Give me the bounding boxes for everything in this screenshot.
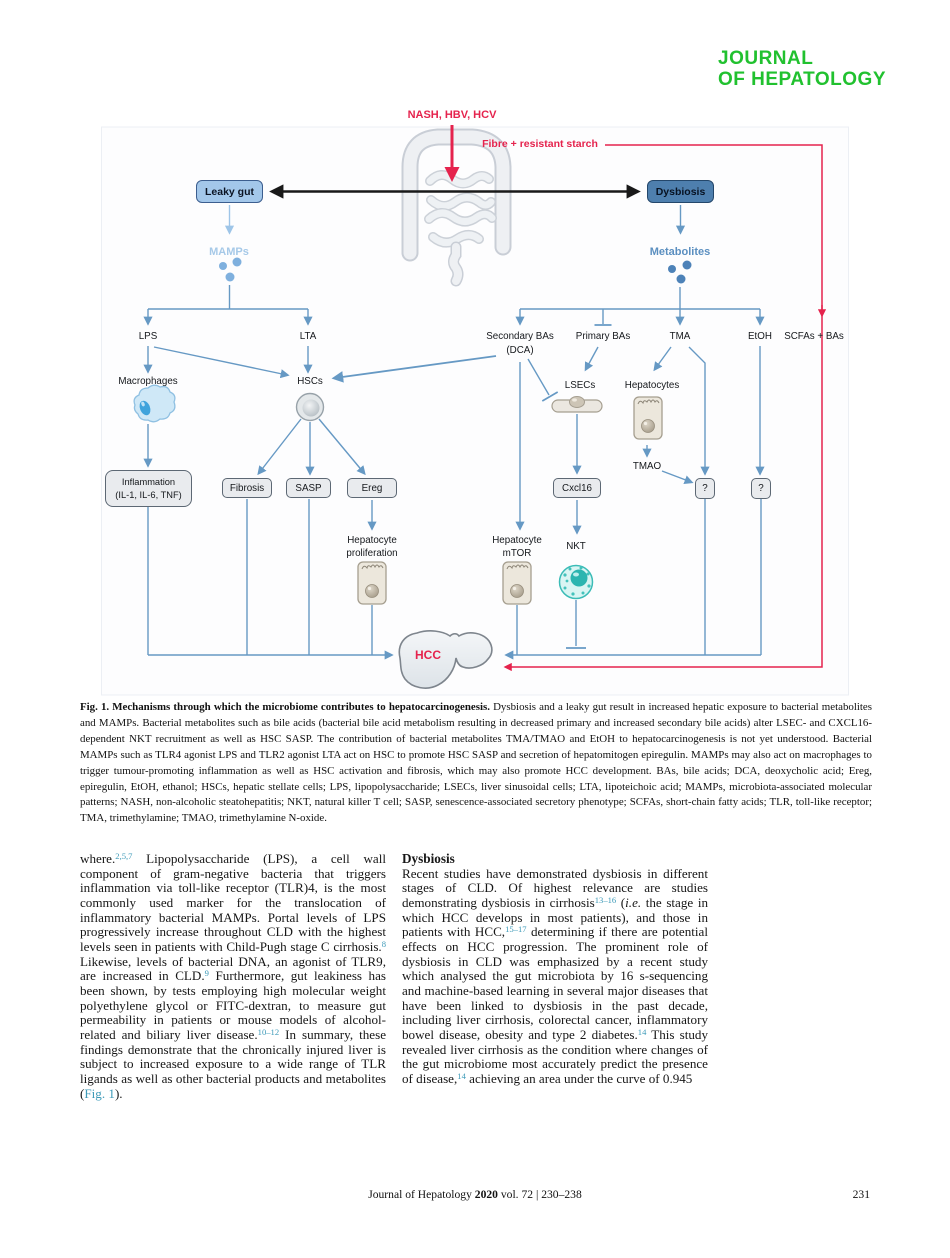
text-run: Recent studies have demonstrated dysbios… bbox=[402, 865, 708, 910]
figure-label-hep-mtor-1: Hepatocyte bbox=[492, 535, 542, 546]
figure-label-hep-mtor-2: mTOR bbox=[502, 548, 532, 559]
figure-label-hscs: HSCs bbox=[297, 376, 323, 387]
text-run: Likewise, levels of bacterial DNA, an ag… bbox=[80, 953, 386, 984]
page-number: 231 bbox=[852, 1188, 870, 1201]
ereg-node: Ereg bbox=[347, 478, 397, 498]
unknown-effect-node-2: ? bbox=[751, 478, 771, 499]
mamps-dots-icon bbox=[219, 257, 242, 282]
metabolites-dots-icon bbox=[668, 260, 692, 284]
figure-caption: Fig. 1. Mechanisms through which the mic… bbox=[80, 700, 872, 827]
figure-label-fibre-starch: Fibre + resistant starch bbox=[482, 138, 598, 150]
citation-superscript[interactable]: 2,5,7 bbox=[115, 851, 133, 861]
lsec-cell-icon bbox=[551, 396, 603, 413]
dysbiosis-node: Dysbiosis bbox=[647, 180, 714, 203]
figure-label-hepatocytes: Hepatocytes bbox=[624, 380, 680, 391]
footer-citation: Journal of Hepatology 2020 vol. 72 | 230… bbox=[0, 1188, 950, 1201]
figure-label-lps: LPS bbox=[138, 331, 158, 342]
figure-label-hep-proliferation-2: proliferation bbox=[346, 548, 398, 559]
citation-superscript[interactable]: 8 bbox=[381, 938, 386, 949]
citation-superscript[interactable]: 9 bbox=[204, 968, 209, 979]
journal-logo: JOURNAL OF HEPATOLOGY bbox=[718, 48, 886, 90]
cxcl16-node: Cxcl16 bbox=[553, 478, 601, 498]
text-run: Lipopolysaccharide (LPS), a cell wall co… bbox=[80, 851, 386, 954]
hsc-cell-icon bbox=[295, 392, 325, 422]
gut-intestine-icon bbox=[401, 128, 512, 287]
hepatocyte-proliferation-cell-icon bbox=[357, 561, 387, 605]
figure-label-tmao: TMAO bbox=[632, 461, 662, 472]
section-heading-dysbiosis: Dysbiosis bbox=[402, 851, 455, 866]
inflammation-node-line1: Inflammation bbox=[121, 477, 176, 488]
figure-connectors bbox=[143, 205, 765, 660]
figure-label-primary-bas: Primary BAs bbox=[575, 331, 631, 342]
unknown-effect-node-1: ? bbox=[695, 478, 715, 499]
text-run: the stage in which HCC develops in most … bbox=[402, 894, 709, 940]
figure-label-lta: LTA bbox=[299, 331, 317, 342]
inline-reference-link[interactable]: Fig. 1 bbox=[84, 1085, 115, 1101]
text-run: 2020 bbox=[474, 1188, 498, 1201]
figure-diagram-canvas bbox=[101, 125, 849, 696]
hepatocyte-mtor-cell-icon bbox=[502, 561, 532, 605]
text-run: Fig. 1. Mechanisms through which the mic… bbox=[80, 701, 490, 713]
figure-label-mamps: MAMPs bbox=[209, 246, 249, 258]
leaky-gut-node: Leaky gut bbox=[196, 180, 263, 203]
text-run: achieving an area under the curve of 0.9… bbox=[465, 1070, 693, 1086]
fibre-pathway-line bbox=[503, 144, 823, 672]
figure-label-tma: TMA bbox=[669, 331, 691, 342]
macrophage-cell-icon bbox=[133, 384, 176, 423]
sasp-node: SASP bbox=[286, 478, 331, 498]
paragraph-lps: where.2,5,7 Lipopolysaccharide (LPS), a … bbox=[80, 851, 387, 1101]
text-run: Journal of Hepatology bbox=[368, 1188, 475, 1201]
figure-label-nkt: NKT bbox=[566, 541, 586, 552]
figure-label-secondary-bas: Secondary BAs bbox=[486, 331, 554, 342]
figure-label-lsecs: LSECs bbox=[564, 380, 596, 391]
citation-superscript[interactable]: 13–16 bbox=[594, 894, 617, 905]
figure-label-dca: (DCA) bbox=[506, 345, 534, 356]
figure-panel bbox=[101, 126, 849, 696]
figure-label-scfas-bas: SCFAs + BAs bbox=[784, 331, 844, 342]
body-column-left: where.2,5,7 Lipopolysaccharide (LPS), a … bbox=[80, 851, 387, 1101]
figure-1: NASH, HBV, HCV Fibre + resistant starch … bbox=[100, 105, 850, 697]
figure-label-metabolites: Metabolites bbox=[649, 246, 711, 258]
journal-logo-line2: OF HEPATOLOGY bbox=[718, 69, 887, 90]
citation-superscript[interactable]: 14 bbox=[637, 1026, 647, 1037]
citation-superscript[interactable]: 15–17 bbox=[505, 924, 527, 935]
figure-label-hep-proliferation-1: Hepatocyte bbox=[347, 535, 397, 546]
inflammation-node-line2: (IL-1, IL-6, TNF) bbox=[115, 489, 182, 500]
citation-superscript[interactable]: 14 bbox=[457, 1070, 466, 1081]
text-run: determining if there are potential effec… bbox=[402, 924, 708, 1042]
text-run: i.e. bbox=[625, 894, 642, 910]
text-run: Furthermore, gut leakiness has been show… bbox=[80, 968, 387, 1042]
text-run: where. bbox=[80, 851, 116, 866]
text-run: In summary, these findings demonstrate t… bbox=[80, 1026, 387, 1101]
body-column-right: Dysbiosis Recent studies have demonstrat… bbox=[402, 851, 709, 1087]
nkt-cell-icon bbox=[558, 564, 594, 600]
inflammation-node: Inflammation (IL-1, IL-6, TNF) bbox=[105, 470, 192, 507]
paragraph-dysbiosis: Recent studies have demonstrated dysbios… bbox=[402, 865, 709, 1087]
citation-superscript[interactable]: 10–12 bbox=[257, 1026, 280, 1037]
figure-label-disease-drivers: NASH, HBV, HCV bbox=[407, 109, 497, 121]
fibrosis-node: Fibrosis bbox=[222, 478, 272, 498]
liver-icon bbox=[398, 630, 493, 689]
text-run: This study revealed liver cirrhosis as t… bbox=[402, 1026, 709, 1086]
figure-label-hcc: HCC bbox=[415, 648, 441, 662]
figure-label-macrophages: Macrophages bbox=[118, 376, 178, 387]
figure-label-etoh: EtOH bbox=[748, 331, 772, 342]
hepatocyte-cell-icon bbox=[633, 396, 663, 440]
journal-logo-line1: JOURNAL bbox=[718, 48, 814, 69]
text-run: ). bbox=[114, 1085, 123, 1101]
text-run: Dysbiosis and a leaky gut result in incr… bbox=[80, 701, 872, 825]
text-run: vol. 72 | 230–238 bbox=[497, 1188, 582, 1201]
text-run: ( bbox=[616, 894, 626, 910]
